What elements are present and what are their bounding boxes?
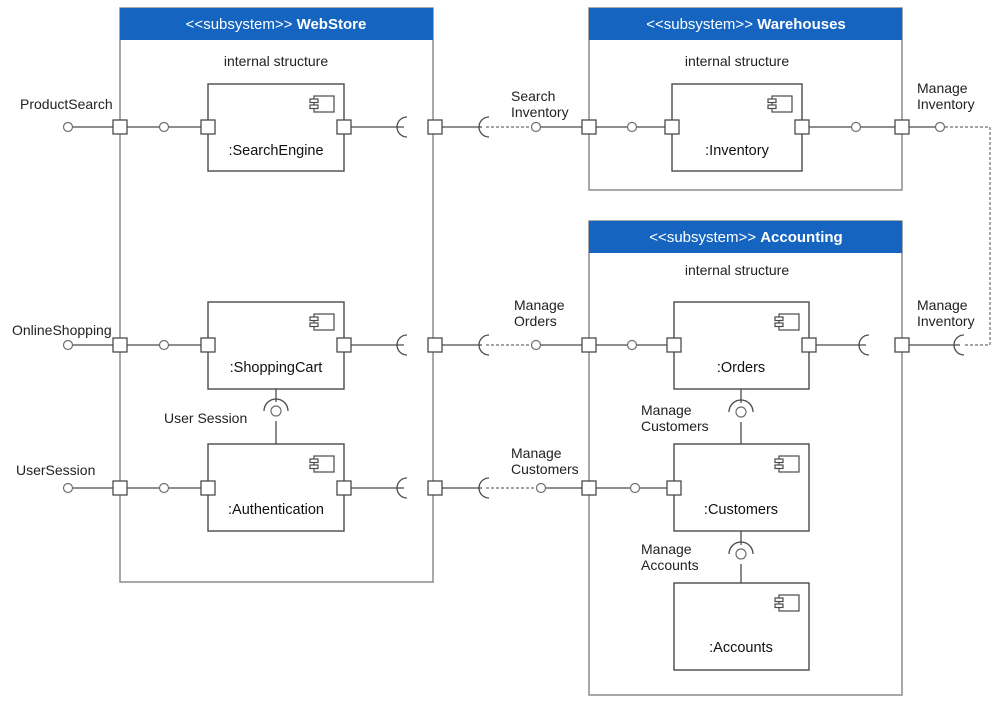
label-manage-orders-2: Orders (514, 313, 557, 329)
connectors (73, 126, 991, 583)
component-authentication[interactable]: :Authentication (207, 443, 345, 532)
component-icon (774, 594, 800, 612)
accounting-title: <<subsystem>> Accounting (649, 229, 842, 246)
warehouses-title: <<subsystem>> Warehouses (646, 16, 846, 33)
label-manage-inventory-top-1: Manage (917, 80, 968, 96)
search-engine-label: :SearchEngine (228, 143, 323, 159)
label-manage-orders-1: Manage (514, 297, 565, 313)
accounts-label: :Accounts (709, 640, 773, 656)
component-icon (309, 95, 335, 113)
component-icon (767, 95, 793, 113)
webstore-title: <<subsystem>> WebStore (186, 16, 367, 33)
label-search-inventory-1: Search (511, 88, 555, 104)
label-search-inventory-2: Inventory (511, 104, 569, 120)
webstore-caption: internal structure (224, 53, 328, 69)
component-inventory[interactable]: :Inventory (671, 83, 803, 172)
label-manage-inventory-bottom-2: Inventory (917, 313, 975, 329)
component-customers[interactable]: :Customers (673, 443, 810, 532)
required-interfaces (263, 116, 965, 555)
accounting-caption: internal structure (685, 262, 789, 278)
label-manage-customers-int-2: Customers (641, 418, 709, 434)
label-manage-customers-ext-2: Customers (511, 461, 579, 477)
interface-labels: ProductSearch OnlineShopping UserSession… (12, 80, 975, 573)
warehouses-caption: internal structure (685, 53, 789, 69)
label-manage-inventory-bottom-1: Manage (917, 297, 968, 313)
customers-label: :Customers (704, 502, 778, 518)
component-search-engine[interactable]: :SearchEngine (207, 83, 345, 172)
component-orders[interactable]: :Orders (673, 301, 810, 390)
orders-label: :Orders (717, 360, 765, 376)
label-user-session-external: UserSession (16, 462, 95, 478)
component-shopping-cart[interactable]: :ShoppingCart (207, 301, 345, 390)
label-manage-accounts-1: Manage (641, 541, 692, 557)
label-manage-customers-ext-1: Manage (511, 445, 562, 461)
inventory-label: :Inventory (705, 143, 769, 159)
provided-interfaces (62, 121, 946, 560)
component-icon (774, 313, 800, 331)
label-manage-accounts-2: Accounts (641, 557, 699, 573)
shopping-cart-label: :ShoppingCart (230, 360, 323, 376)
authentication-label: :Authentication (228, 502, 324, 518)
component-icon (774, 455, 800, 473)
component-icon (309, 313, 335, 331)
ports (112, 119, 910, 496)
component-accounts[interactable]: :Accounts (673, 582, 810, 671)
label-product-search: ProductSearch (20, 96, 113, 112)
label-user-session: User Session (164, 410, 247, 426)
component-icon (309, 455, 335, 473)
label-manage-inventory-top-2: Inventory (917, 96, 975, 112)
label-online-shopping: OnlineShopping (12, 322, 112, 338)
label-manage-customers-int-1: Manage (641, 402, 692, 418)
